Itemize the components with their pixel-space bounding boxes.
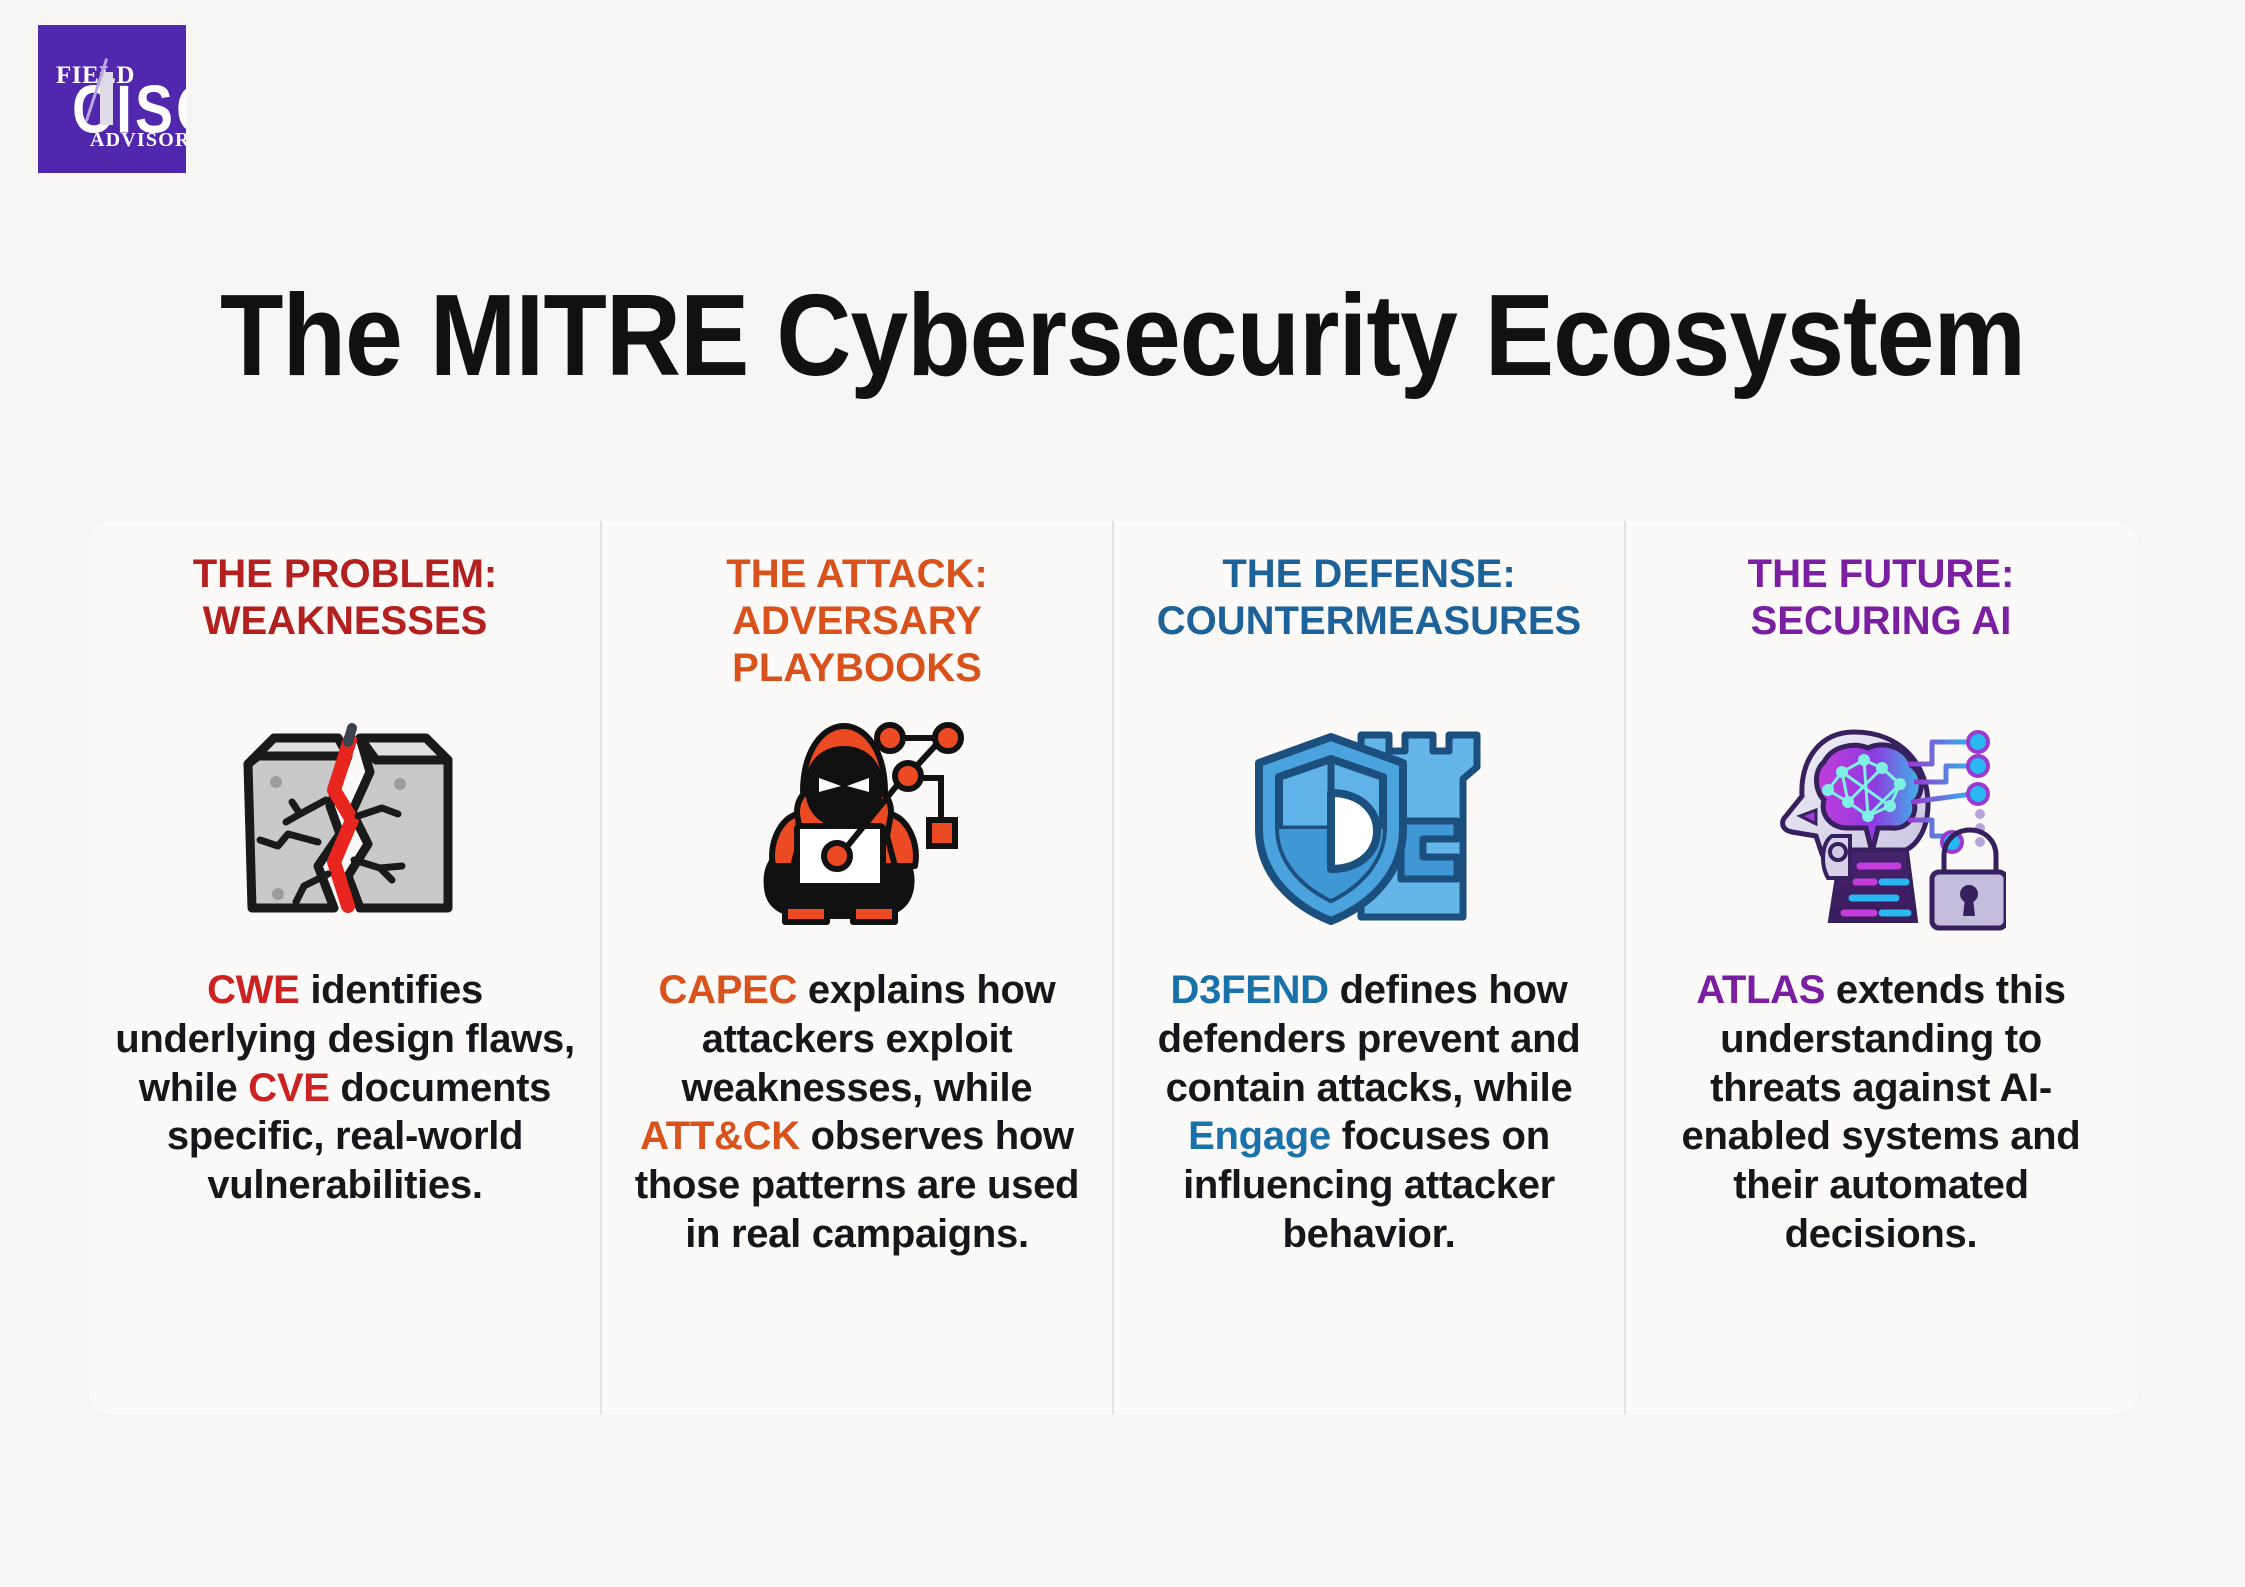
body-text-2: documents specific, real-world vulnerabi… <box>166 1065 552 1208</box>
column-heading-attack: THE ATTACK: ADVERSARY PLAYBOOKS <box>726 552 988 691</box>
body-text-2: focuses on influencing attacker behavior… <box>1183 1114 1555 1256</box>
keyword-d3fend: D3FEND <box>1170 968 1330 1012</box>
column-heading-future: THE FUTURE: SECURING AI <box>1747 552 2015 644</box>
column-body-defense: D3FEND defines how defenders prevent and… <box>1113 966 1625 1259</box>
column-future: THE FUTURE: SECURING AI <box>1624 521 2137 1414</box>
body-text-1: identifies underlying design flaws, whil… <box>115 968 575 1110</box>
field-ciso-advisory-logo: FIELD CISO ADVISORY <box>38 25 186 173</box>
shield-castle-icon <box>1113 706 1625 941</box>
column-defense: THE DEFENSE: COUNTERMEASURES <box>1112 521 1625 1414</box>
keyword-engage: Engage <box>1188 1114 1331 1159</box>
logo-advisory-text: ADVISORY <box>90 129 186 151</box>
body-text-1: defines how defenders prevent and contai… <box>1157 968 1581 1110</box>
keyword-attack: ATT&CK <box>640 1114 800 1159</box>
body-text-2: observes how those patterns are used in … <box>634 1114 1080 1256</box>
column-body-future: ATLAS extends this understanding to thre… <box>1625 966 2137 1259</box>
body-text-1: extends this understanding to threats ag… <box>1681 968 2081 1256</box>
keyword-cve: CVE <box>248 1065 330 1110</box>
page-title: The MITRE Cybersecurity Ecosystem <box>220 270 2026 401</box>
column-problem: THE PROBLEM: WEAKNESSES <box>89 521 601 1414</box>
keyword-atlas: ATLAS <box>1696 968 1826 1012</box>
keyword-cwe: CWE <box>207 968 300 1012</box>
ai-brain-lock-icon <box>1625 706 2137 941</box>
column-attack: THE ATTACK: ADVERSARY PLAYBOOKS <box>600 521 1113 1414</box>
cracked-wall-icon <box>89 706 601 941</box>
column-heading-defense: THE DEFENSE: COUNTERMEASURES <box>1156 552 1582 644</box>
column-heading-problem: THE PROBLEM: WEAKNESSES <box>192 552 498 644</box>
keyword-capec: CAPEC <box>658 968 798 1012</box>
logo-i-bar-shape <box>100 72 113 125</box>
column-body-problem: CWE identifies underlying design flaws, … <box>89 966 601 1210</box>
columns-panel: THE PROBLEM: WEAKNESSES <box>89 521 2137 1414</box>
column-body-attack: CAPEC explains how attackers exploit wea… <box>601 966 1113 1259</box>
body-text-1: explains how attackers exploit weaknesse… <box>681 968 1056 1110</box>
hooded-hacker-icon <box>601 706 1113 941</box>
logo-field-text: FIELD <box>56 62 135 89</box>
